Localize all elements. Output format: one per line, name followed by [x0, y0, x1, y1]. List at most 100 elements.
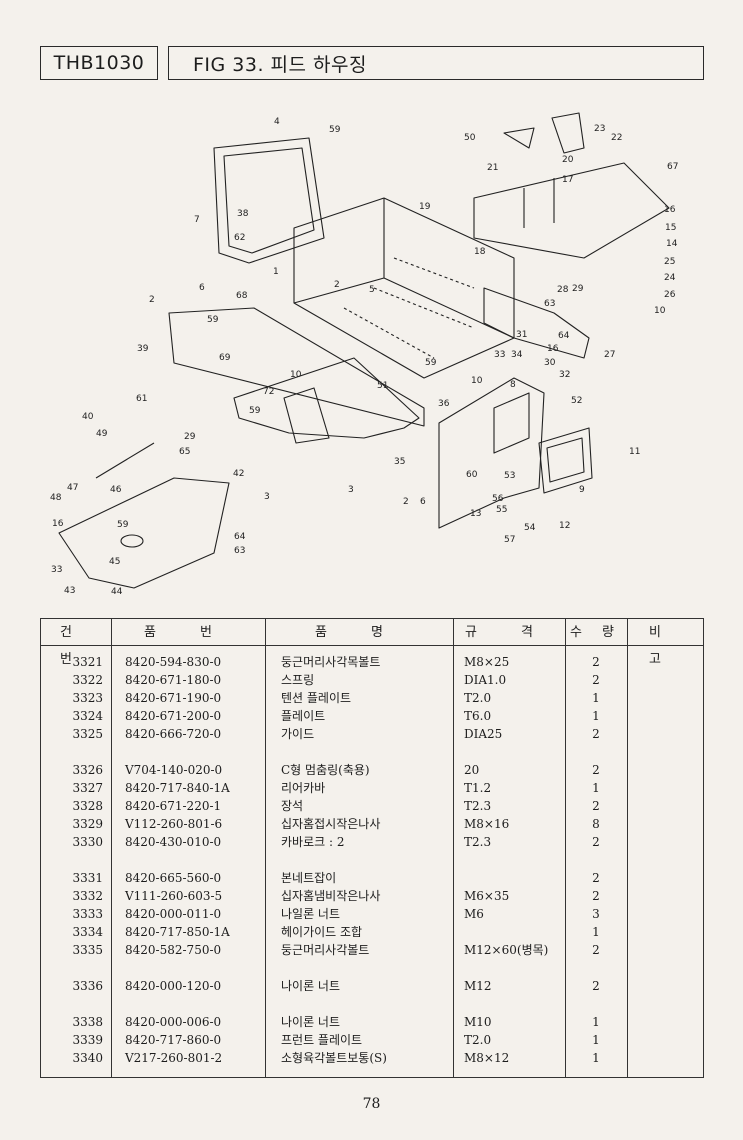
callout-label: 25 [664, 257, 676, 267]
callout-label: 59 [249, 406, 261, 416]
cell-spec: M6 [464, 907, 484, 921]
model-code-box: THB1030 [40, 46, 158, 80]
cell-spec: T2.3 [464, 835, 492, 849]
callout-label: 8 [510, 380, 516, 390]
cell-description: 장석 [281, 799, 304, 813]
callout-label: 72 [263, 387, 275, 397]
cell-part-number: 8420-666-720-0 [125, 727, 222, 741]
cell-part-number: V112-260-801-6 [125, 817, 223, 831]
cell-spec: T6.0 [464, 709, 492, 723]
callout-label: 29 [184, 432, 196, 442]
cell-qty: 2 [592, 835, 600, 849]
cell-item: 3335 [72, 943, 103, 957]
assembly-lines [343, 257, 475, 359]
callout-label: 10 [471, 376, 483, 386]
cell-part-number: 8420-000-120-0 [125, 979, 222, 993]
rear-cover-part [438, 377, 545, 529]
callout-label: 34 [511, 350, 523, 360]
callout-label: 56 [492, 494, 504, 504]
cell-description: 십자홈접시작은나사 [281, 817, 381, 831]
cell-qty: 1 [592, 1051, 600, 1065]
callout-label: 13 [470, 509, 482, 519]
cell-part-number: 8420-671-220-1 [125, 799, 222, 813]
callout-label: 11 [629, 447, 641, 457]
cell-item: 3321 [72, 655, 103, 669]
cell-description: 스프링 [281, 673, 315, 687]
cell-item: 3326 [72, 763, 103, 777]
callout-label: 59 [329, 125, 341, 135]
cell-item: 3329 [72, 817, 103, 831]
cell-qty: 1 [592, 691, 600, 705]
callout-label: 18 [474, 247, 486, 257]
callout-label: 17 [562, 175, 574, 185]
cell-part-number: 8420-717-840-1A [125, 781, 230, 795]
cell-item: 3327 [72, 781, 103, 795]
callout-label: 32 [559, 370, 571, 380]
cell-item: 3340 [72, 1051, 103, 1065]
callout-label: 16 [547, 344, 559, 354]
cell-spec: T2.0 [464, 691, 492, 705]
header-item: 건 번 [60, 625, 92, 667]
callout-label: 48 [50, 493, 62, 503]
callout-label: 3 [264, 492, 270, 502]
callout-label: 23 [594, 124, 606, 134]
cell-qty: 1 [592, 925, 600, 939]
cell-description: 카바로크 : 2 [281, 835, 345, 849]
lower-guide-part [233, 357, 420, 439]
callout-label: 39 [137, 344, 149, 354]
callout-label: 47 [67, 483, 79, 493]
cell-spec: 20 [464, 763, 480, 777]
hopper-part [58, 477, 230, 589]
callout-label: 38 [237, 209, 249, 219]
callout-label: 49 [96, 429, 108, 439]
rear-bracket-part [473, 162, 670, 259]
callout-label: 63 [234, 546, 246, 556]
callout-label: 28 [557, 285, 569, 295]
callout-label: 46 [110, 485, 122, 495]
header-qty: 수 량 [569, 625, 623, 640]
cell-qty: 2 [592, 763, 600, 777]
cell-spec: DIA25 [464, 727, 503, 741]
cell-description: 헤이가이드 조합 [281, 925, 363, 939]
cell-item: 3331 [72, 871, 103, 885]
cell-item: 3333 [72, 907, 103, 921]
cell-part-number: V704-140-020-0 [125, 763, 223, 777]
cell-qty: 1 [592, 1015, 600, 1029]
cell-part-number: 8420-671-190-0 [125, 691, 222, 705]
column-divider [111, 619, 112, 1077]
cell-qty: 2 [592, 889, 600, 903]
left-frame-part [213, 137, 325, 264]
cell-spec: T2.3 [464, 799, 492, 813]
rear-bracket-detail [523, 178, 555, 228]
page-number: 78 [362, 1096, 381, 1112]
cell-qty: 2 [592, 979, 600, 993]
cell-description: 본네트잡이 [281, 871, 337, 885]
cell-qty: 2 [592, 727, 600, 741]
cell-spec: M8×16 [464, 817, 510, 831]
column-divider [565, 619, 566, 1077]
callout-label: 51 [377, 381, 389, 391]
callout-label: 61 [136, 394, 148, 404]
figure-title: FIG 33. 피드 하우징 [193, 53, 367, 76]
callout-label: 36 [438, 399, 450, 409]
cell-part-number: V217-260-801-2 [125, 1051, 223, 1065]
cell-spec: M10 [464, 1015, 492, 1029]
callout-label: 2 [334, 280, 340, 290]
cell-part-number: 8420-671-200-0 [125, 709, 222, 723]
callout-label: 57 [504, 535, 516, 545]
callout-label: 68 [236, 291, 248, 301]
cell-description: 가이드 [281, 727, 315, 741]
exploded-parts-diagram: 4 59 7 38 62 1 19 18 50 20 23 22 67 21 1… [44, 108, 704, 608]
callout-label: 26 [664, 290, 676, 300]
callout-label: 69 [219, 353, 231, 363]
callout-label: 54 [524, 523, 536, 533]
callout-label: 31 [516, 330, 528, 340]
